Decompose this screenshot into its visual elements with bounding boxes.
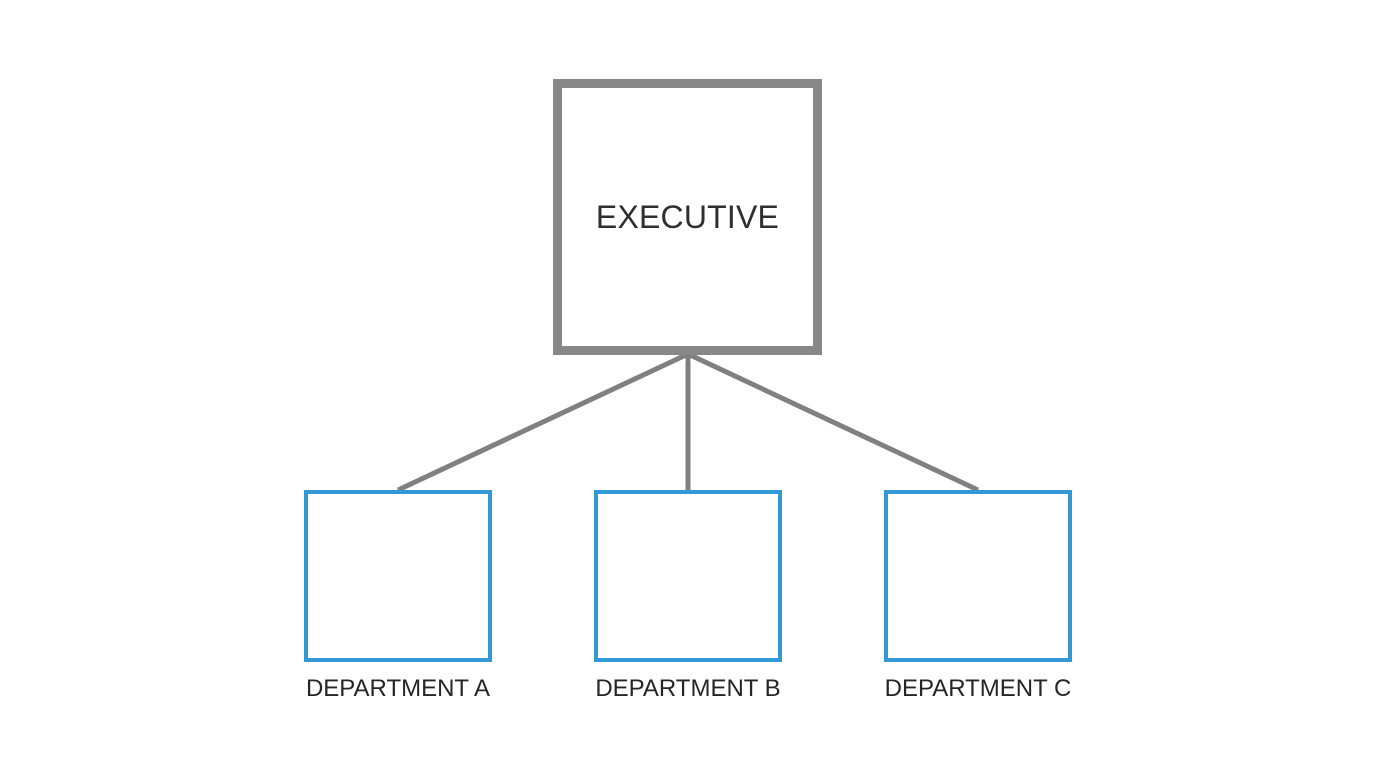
node-department-b[interactable] xyxy=(594,490,782,662)
node-executive-label: EXECUTIVE xyxy=(595,199,780,235)
connector-executive-to-department-a xyxy=(396,351,690,493)
node-department-a-label: DEPARTMENT A xyxy=(305,675,491,702)
node-department-a[interactable] xyxy=(304,490,492,662)
node-executive[interactable]: EXECUTIVE xyxy=(553,79,822,355)
connector-executive-to-department-c xyxy=(686,351,980,493)
node-department-b-label: DEPARTMENT B xyxy=(595,675,781,702)
node-department-c[interactable] xyxy=(884,490,1072,662)
node-department-c-label: DEPARTMENT C xyxy=(884,675,1072,702)
